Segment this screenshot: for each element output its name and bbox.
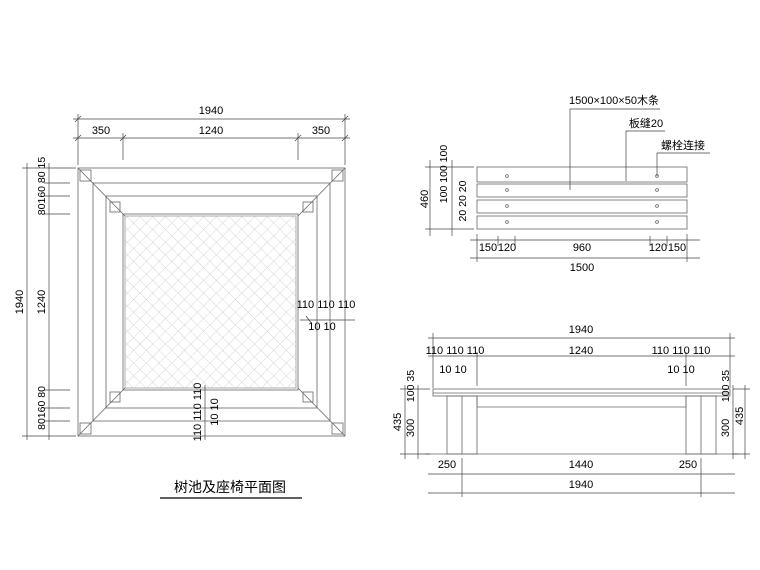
bench-section-view: [425, 388, 738, 455]
plan-top-mid: 1240: [199, 125, 223, 137]
bolt-label: 螺栓连接: [661, 138, 705, 152]
bench-section-top: [432, 388, 731, 397]
inner-post: [109, 391, 121, 403]
plan-dimensions: [22, 114, 355, 440]
corner-post: [79, 169, 92, 182]
bench-slat: [476, 166, 688, 183]
section-bot-250-left: 250: [438, 459, 456, 471]
bench-h-120-left: 120: [498, 242, 516, 254]
tree-grate: [124, 215, 297, 389]
bench-h-120-right: 120: [649, 242, 667, 254]
material-label: 1500×100×50木条: [569, 93, 659, 107]
bench-slat: [476, 183, 688, 198]
corner-diagonal: [77, 387, 126, 437]
section-right-100-35: 100 35: [720, 370, 732, 402]
section-left-100-35: 100 35: [405, 370, 417, 402]
section-bot-1440: 1440: [569, 459, 593, 471]
plan-top-right: 350: [312, 125, 330, 137]
bench-top-leaders: [425, 108, 710, 262]
plan-top-total: 1940: [199, 105, 223, 117]
plan-top-left: 350: [92, 125, 110, 137]
bench-h-total: 1500: [570, 262, 594, 274]
section-right-300: 300: [720, 419, 732, 437]
plan-bottom-two: 10 10: [209, 398, 221, 426]
section-bot-total: 1940: [569, 479, 593, 491]
plan-left-overall: 1940: [14, 290, 26, 314]
plan-bottom-three: 110 110 110: [192, 383, 204, 442]
section-three-left: 110 110 110: [426, 345, 485, 357]
bench-left-stack-b: 20 20 20: [457, 180, 469, 221]
bench-section-text: 1940 110 110 110 1240 110 110 110 10 10 …: [392, 324, 746, 491]
corner-diagonal: [77, 167, 126, 217]
section-mid: 1240: [569, 345, 593, 357]
bolt: [505, 188, 509, 192]
plan-left-bot-stack: 80160 80: [36, 386, 48, 430]
bench-left-stack-a: 100 100 100: [438, 145, 450, 204]
section-top-total: 1940: [569, 324, 593, 336]
plan-right-two: 10 10: [308, 321, 336, 333]
third-square: [105, 195, 318, 409]
bench-top-view: [476, 166, 688, 230]
plan-right-three: 110 110 110: [297, 299, 356, 311]
section-left-435: 435: [392, 413, 404, 431]
bolt: [655, 220, 659, 224]
corner-post: [79, 422, 92, 435]
bolt: [505, 174, 509, 178]
inner-post: [302, 391, 314, 403]
grate-square: [122, 213, 299, 391]
bench-section-dimensions: [400, 333, 750, 497]
section-ten-left: 10 10: [439, 364, 467, 376]
section-ten-right: 10 10: [667, 364, 695, 376]
bench-slat: [476, 215, 688, 230]
plan-dimension-text: 1940 350 1240 350 80160 80 15 1240 1940 …: [14, 105, 355, 441]
gap-label: 板缝20: [629, 116, 663, 130]
bolt: [655, 188, 659, 192]
bench-h-960: 960: [573, 242, 591, 254]
section-left-300: 300: [405, 419, 417, 437]
plan-left-mid: 1240: [36, 290, 48, 314]
drawing-title: 树池及座椅平面图: [174, 480, 286, 496]
bench-h-150-left: 150: [479, 242, 497, 254]
section-right-435: 435: [734, 407, 746, 425]
plan-left-top-stack: 80160 80 15: [36, 157, 48, 216]
bolt: [505, 204, 509, 208]
section-three-right: 110 110 110: [652, 345, 711, 357]
inner-post: [302, 201, 314, 213]
bench-slat: [476, 199, 688, 214]
bench-h-150-right: 150: [668, 242, 686, 254]
corner-post: [331, 169, 344, 182]
bolt: [505, 220, 509, 224]
second-square: [92, 182, 331, 422]
bench-top-text: 1500×100×50木条 板缝20 螺栓连接 460 100 100 100 …: [419, 93, 705, 274]
outer-square: [77, 167, 346, 437]
corner-post: [331, 422, 344, 435]
section-bot-250-right: 250: [679, 459, 697, 471]
corner-diagonal: [297, 167, 346, 217]
corner-diagonal: [297, 387, 346, 437]
tree-pool-plan: [77, 167, 346, 437]
inner-post: [109, 201, 121, 213]
bench-left-height: 460: [419, 190, 431, 208]
bolt: [655, 204, 659, 208]
